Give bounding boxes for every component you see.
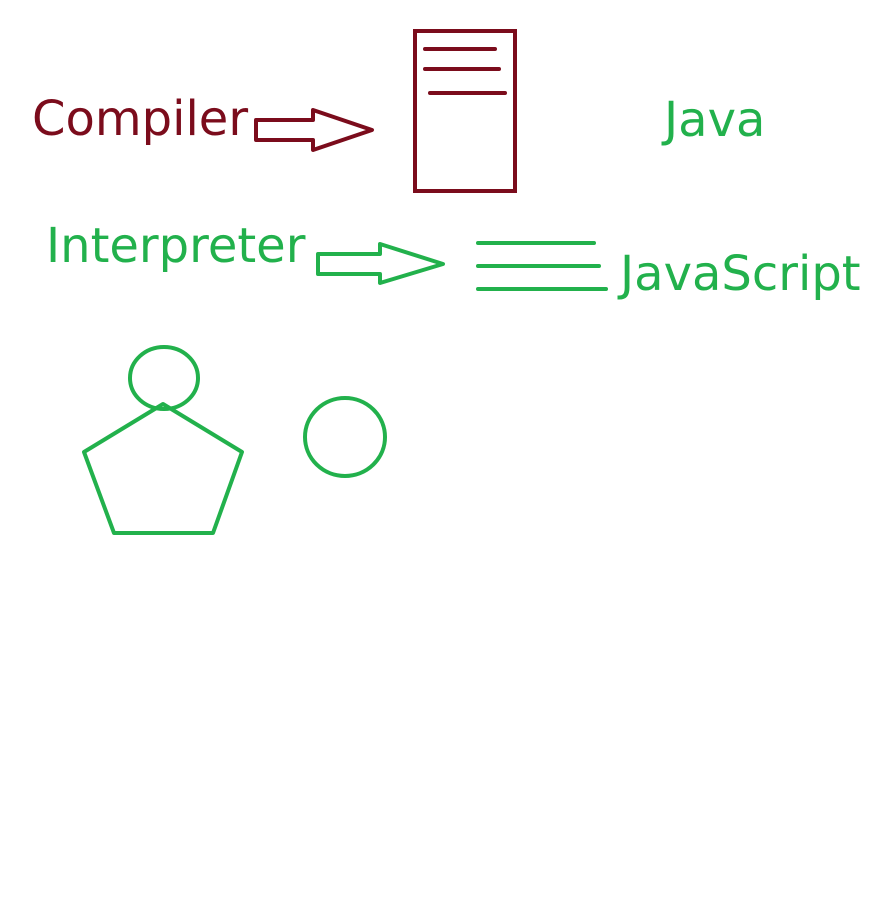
compiler-label: Compiler	[32, 91, 249, 147]
interpreter-arrow-icon	[316, 242, 445, 285]
text-lines-icon	[476, 241, 608, 291]
standalone-circle-shape	[303, 396, 387, 478]
head-circle-shape	[128, 345, 200, 411]
interpreter-label: Interpreter	[46, 218, 306, 274]
javascript-label: JavaScript	[620, 246, 861, 302]
pentagon-shape	[82, 402, 244, 535]
java-label: Java	[664, 92, 766, 148]
compiler-arrow-icon	[254, 108, 374, 152]
document-icon	[413, 29, 517, 193]
